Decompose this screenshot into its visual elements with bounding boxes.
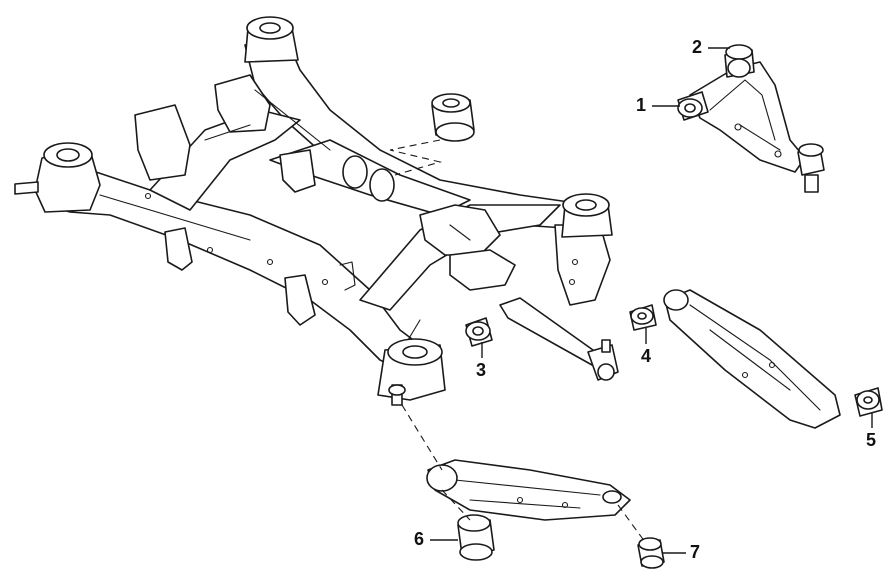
bushing-part-4 — [629, 304, 657, 331]
bolt-hole-2 — [206, 246, 214, 254]
subframe-top-bracket — [214, 74, 271, 133]
subframe-front-rail — [39, 169, 421, 373]
bushing-part-3 — [465, 317, 493, 347]
bushing-part-7 — [637, 537, 665, 569]
assembly-line-subframe-bushing — [389, 139, 443, 176]
callout-4: 4 — [641, 346, 652, 366]
callout-5: 5 — [866, 430, 877, 450]
bolt-hole-1 — [144, 192, 152, 200]
callout-3: 3 — [476, 360, 487, 380]
subframe-detail-lines — [99, 89, 471, 346]
subframe-hook — [339, 261, 356, 291]
subframe-tab-middle — [284, 274, 316, 326]
subframe-opening-1 — [342, 155, 368, 189]
subframe-bushing-exploded — [431, 93, 475, 142]
bolt-hole-5 — [571, 258, 579, 266]
callout-6: 6 — [414, 529, 425, 549]
subframe-cross-beam-front — [149, 109, 301, 211]
bolt-hole-4 — [321, 278, 329, 286]
toe-link — [499, 297, 619, 381]
assembly-line-part-7 — [617, 504, 646, 543]
lower-control-arm — [663, 289, 841, 429]
bushing-part-1 — [677, 91, 709, 121]
subframe-center-bracket — [419, 204, 501, 256]
subframe-center-bracket-lower — [449, 249, 516, 291]
bolt-hole-6 — [568, 278, 576, 286]
rear-subframe — [14, 16, 613, 406]
mount-front-left — [14, 142, 101, 213]
subframe-opening-2 — [369, 168, 395, 202]
bolt-hole-3 — [266, 258, 274, 266]
trailing-arm — [426, 459, 631, 521]
subframe-left-bracket — [134, 104, 191, 181]
mount-rear-right — [561, 193, 613, 238]
callout-7: 7 — [690, 542, 701, 562]
subframe-tab-upper — [279, 149, 316, 193]
subframe-tab-left — [164, 227, 193, 271]
assembly-line-trailing-arm — [401, 404, 471, 521]
bushing-part-2 — [724, 44, 755, 78]
bushing-part-5 — [854, 387, 883, 417]
mount-front-right — [377, 338, 446, 406]
bushing-part-6 — [457, 514, 495, 561]
upper-control-arm — [689, 61, 825, 193]
mount-rear-top — [244, 16, 299, 63]
callout-2: 2 — [692, 37, 703, 57]
callout-1: 1 — [636, 95, 647, 115]
